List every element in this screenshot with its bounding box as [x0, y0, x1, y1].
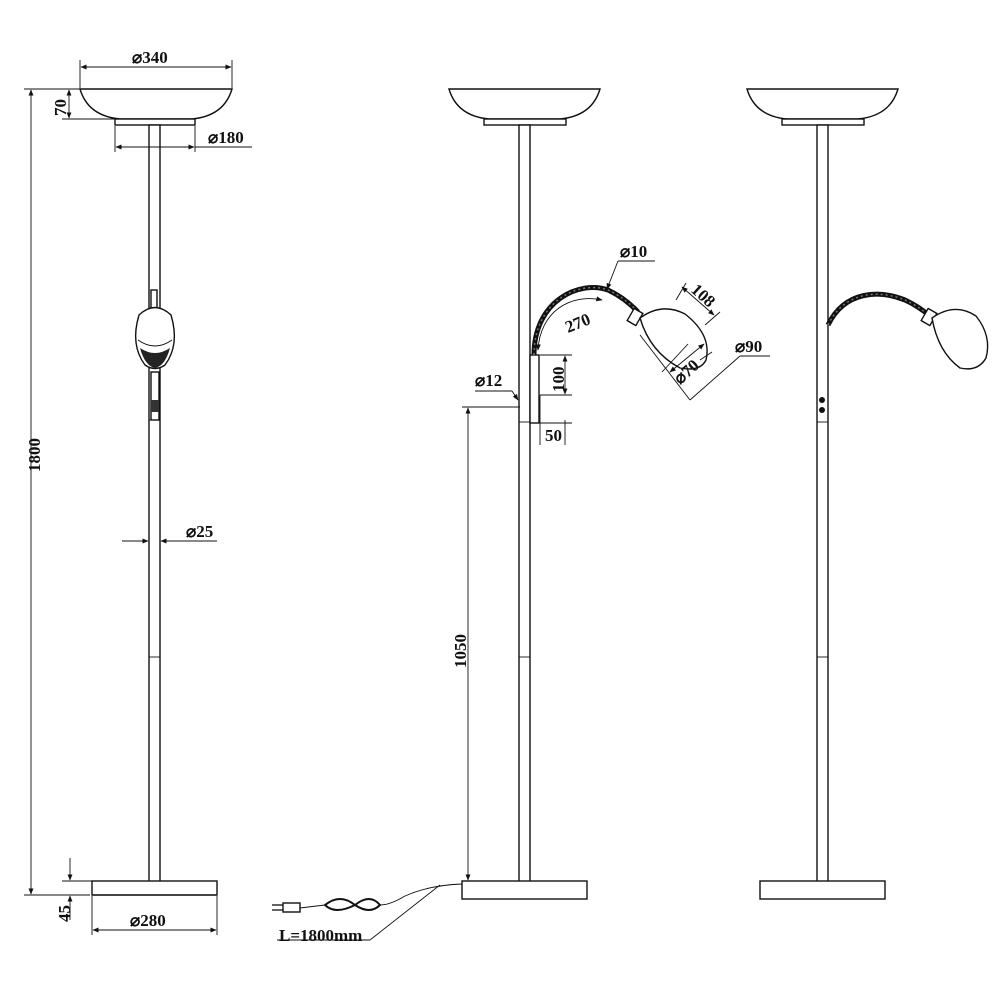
- shade-height-label: 70: [51, 99, 70, 116]
- reading-shade-outer-label: ⌀90: [735, 337, 762, 356]
- pole-plain: [816, 124, 829, 883]
- flexible-arm-plain: [825, 291, 932, 327]
- plain-view: [746, 88, 989, 900]
- reading-lamp-front: [134, 289, 176, 421]
- arm-mount-height-label: 1050: [451, 634, 470, 668]
- shade-base-diameter-label: ⌀180: [208, 128, 244, 147]
- bracket-offset-label: 50: [545, 426, 562, 445]
- base-side: [461, 880, 588, 900]
- shade-collar: [114, 118, 196, 126]
- uplight-shade-plain: [746, 88, 899, 120]
- pole: [148, 124, 161, 883]
- reading-shade-side: [626, 307, 708, 370]
- cable-length-label: L=1800mm: [279, 926, 362, 945]
- arm-length-label: 270: [562, 310, 593, 337]
- arm-diameter-label: ⌀10: [620, 242, 647, 261]
- total-height-label: 1800: [25, 438, 44, 472]
- pole-side: [518, 124, 531, 883]
- reading-shade-plain: [931, 308, 989, 370]
- front-view: ⌀340 70 ⌀180 1800 ⌀25 45 ⌀280: [24, 48, 252, 935]
- shade-diameter-label: ⌀340: [132, 48, 168, 67]
- base-plain: [759, 880, 886, 900]
- power-cable: [272, 883, 463, 913]
- bracket-height-label: 100: [549, 367, 568, 393]
- base-height-label: 45: [55, 905, 74, 922]
- reading-shade-length-label: 108: [687, 280, 719, 311]
- uplight-shade-side: [448, 88, 601, 120]
- side-view: L=1800mm 1050 ⌀12 100 50 ⌀10 270 108: [272, 88, 770, 945]
- uplight-shade: [79, 88, 233, 120]
- bracket-diameter-label: ⌀12: [475, 371, 502, 390]
- base-diameter-label: ⌀280: [130, 911, 166, 930]
- pole-diameter-label: ⌀25: [186, 522, 213, 541]
- base: [91, 880, 218, 896]
